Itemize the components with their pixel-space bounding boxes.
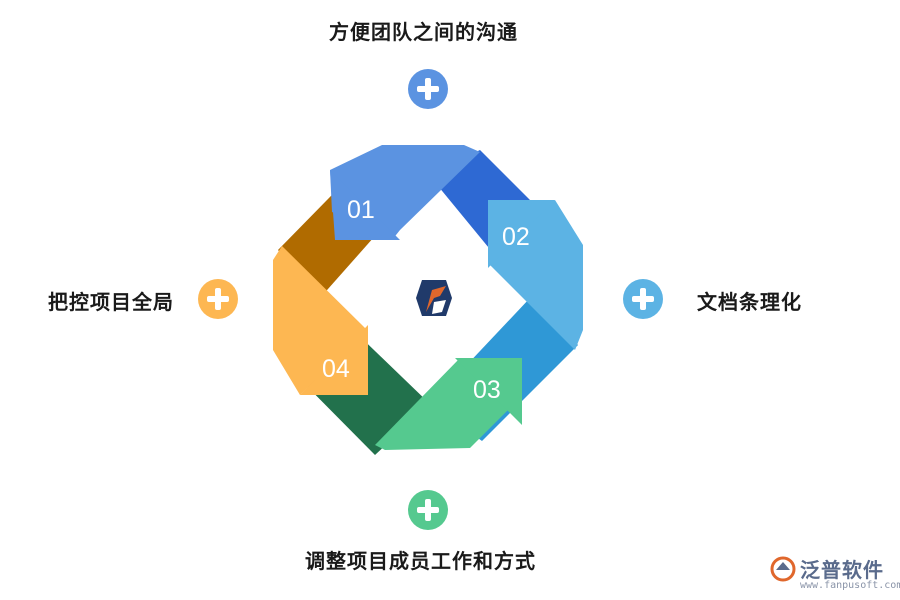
step-number-01: 01	[347, 196, 375, 224]
plus-icon[interactable]	[408, 490, 448, 530]
step-label-03: 调整项目成员工作和方式	[305, 549, 536, 573]
arrow-01-head	[330, 170, 400, 240]
arrow-04[interactable]	[273, 246, 367, 395]
arrow-03-head	[455, 358, 522, 425]
step-label-04: 把控项目全局	[48, 290, 174, 314]
plus-icon[interactable]	[198, 279, 238, 319]
step-number-03: 03	[473, 376, 501, 404]
arrow-02-head	[488, 200, 555, 268]
arrow-04-head	[300, 325, 368, 395]
step-label-02: 文档条理化	[697, 290, 802, 314]
watermark: 泛普软件 www.fanpusoft.com	[770, 552, 900, 596]
brand-logo-icon	[416, 280, 452, 316]
plus-icon[interactable]	[408, 69, 448, 109]
watermark-url: www.fanpusoft.com	[800, 580, 900, 591]
step-number-04: 04	[322, 355, 350, 383]
watermark-brand: 泛普软件	[800, 558, 884, 582]
step-number-02: 02	[502, 223, 530, 251]
step-label-01: 方便团队之间的沟通	[329, 20, 518, 44]
watermark-logo-icon	[770, 556, 796, 582]
plus-icon[interactable]	[623, 279, 663, 319]
